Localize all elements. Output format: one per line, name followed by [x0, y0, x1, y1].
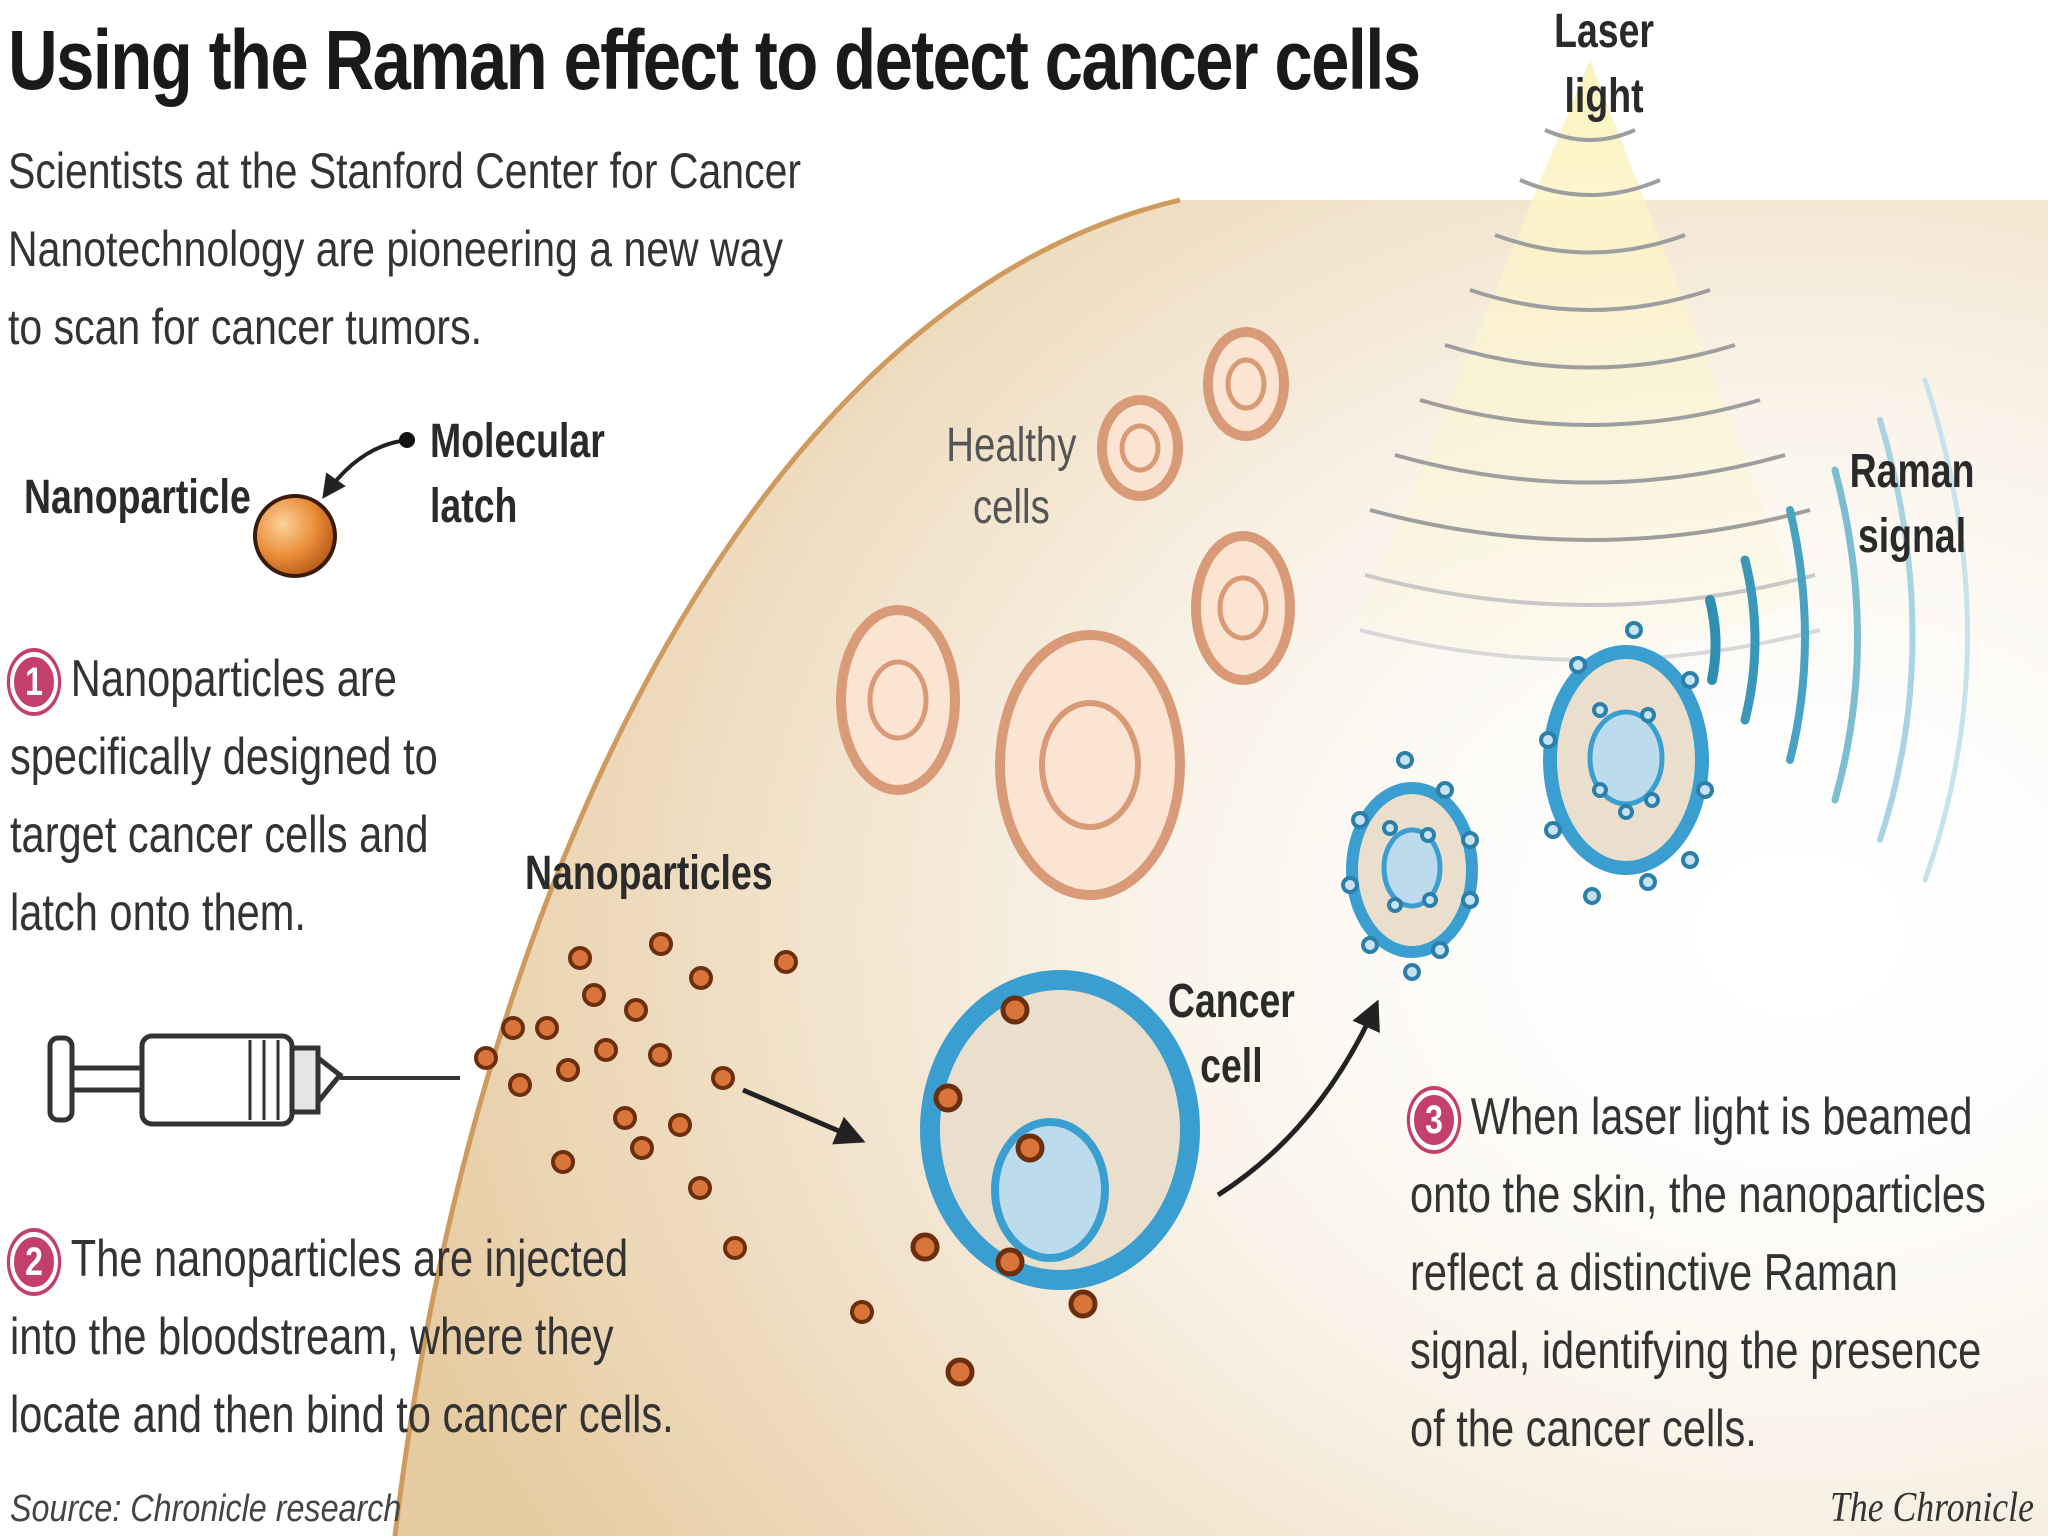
label-line: Cancer — [1167, 975, 1295, 1028]
label-line: signal — [1857, 509, 1967, 563]
label-line: latch — [430, 479, 518, 533]
step-line: signal, identifying the presence — [1410, 1322, 1982, 1380]
step-number-badge: 3 — [1410, 1090, 1458, 1151]
label-nanoparticle: Nanoparticle — [24, 471, 251, 524]
label-line: cell — [1200, 1039, 1263, 1093]
step-number-badge: 2 — [10, 1232, 58, 1293]
laser-beam — [1360, 60, 1800, 656]
step-line: Nanoparticles are — [70, 650, 397, 708]
label-line: Raman — [1849, 445, 1975, 498]
syringe — [47, 1033, 460, 1127]
healthy-cells — [836, 327, 1295, 900]
healthy-cell — [1191, 531, 1295, 685]
step-line: locate and then bind to cancer cells. — [10, 1386, 674, 1444]
label-line: cells — [972, 481, 1050, 535]
latch-arrow — [322, 438, 409, 499]
healthy-cell — [1203, 327, 1289, 441]
label-raman-signal: Raman signal — [1850, 440, 1975, 570]
label-line: Laser — [1554, 5, 1655, 58]
intro-line: to scan for cancer tumors. — [8, 299, 482, 355]
label-line: Healthy — [946, 419, 1077, 472]
cancer-cell-small — [1341, 751, 1479, 981]
healthy-cell — [836, 605, 960, 795]
cancer-cell-main — [910, 970, 1200, 1387]
arrow-to-cancer-cell — [742, 1087, 866, 1145]
free-nanoparticles — [474, 932, 874, 1324]
cancer-cell-small — [1539, 621, 1714, 905]
healthy-cell — [1097, 395, 1183, 501]
arrow-to-laser-area — [1216, 999, 1380, 1198]
intro-line: Scientists at the Stanford Center for Ca… — [8, 143, 802, 199]
step-number-badge: 1 — [10, 652, 58, 713]
page-title: Using the Raman effect to detect cancer … — [8, 13, 1421, 107]
step-line: The nanoparticles are injected — [70, 1230, 629, 1288]
step-line: reflect a distinctive Raman — [1410, 1244, 1898, 1302]
label-nanoparticles: Nanoparticles — [525, 847, 773, 900]
label-laser-light: Laser light — [1554, 0, 1654, 130]
step-line: latch onto them. — [10, 884, 306, 942]
step-line: target cancer cells and — [10, 806, 429, 864]
label-healthy-cells: Healthy cells — [946, 415, 1076, 540]
raman-signal-waves — [1705, 377, 1970, 883]
step-line: into the bloodstream, where they — [10, 1308, 614, 1366]
label-line: light — [1564, 69, 1644, 123]
step-line: of the cancer cells. — [1410, 1400, 1757, 1458]
healthy-cell — [995, 630, 1185, 900]
step-line: onto the skin, the nanoparticles — [1410, 1166, 1986, 1224]
step-line: specifically designed to — [10, 728, 438, 786]
intro-line: Nanotechnology are pioneering a new way — [8, 221, 783, 277]
publisher-credit: The Chronicle — [1830, 1485, 2034, 1531]
nanoparticle-illustration — [253, 432, 415, 578]
step-line: When laser light is beamed — [1470, 1088, 1973, 1146]
label-molecular-latch: Molecular latch — [430, 410, 605, 540]
tissue-edge — [392, 197, 1181, 1536]
source-note: Source: Chronicle research — [10, 1488, 402, 1530]
bound-nanoparticles — [910, 995, 1098, 1387]
label-line: Molecular — [430, 415, 605, 468]
label-cancer-cell: Cancer cell — [1168, 970, 1295, 1100]
